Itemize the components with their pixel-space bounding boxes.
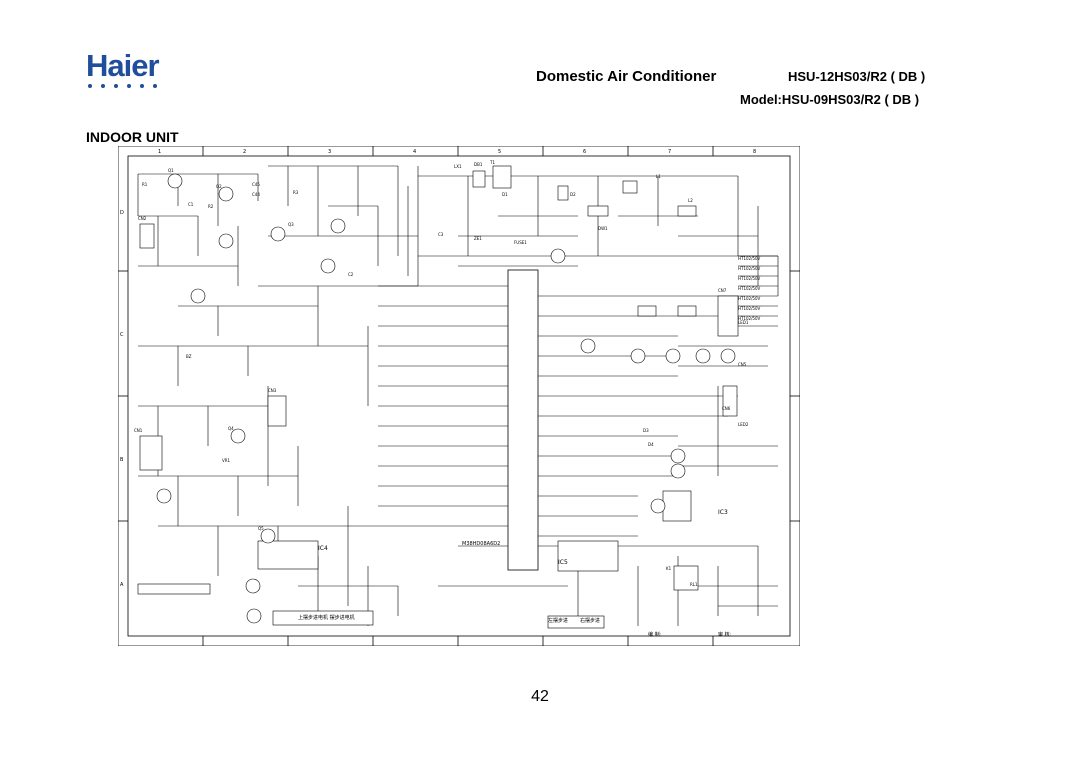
svg-text:C45: C45 bbox=[252, 182, 260, 187]
svg-text:D: D bbox=[120, 210, 124, 216]
svg-text:右摆步进: 右摆步进 bbox=[580, 617, 600, 624]
logo-dots bbox=[86, 84, 159, 88]
svg-text:HT102/50V: HT102/50V bbox=[738, 276, 761, 281]
svg-text:C1: C1 bbox=[188, 202, 194, 207]
component-labels: T1 LX1 R1 R2 R3 C1 C2 C3 C44 C45 CN1 CN2… bbox=[134, 160, 749, 587]
side-labels: HT102/50V HT102/50V HT102/50V HT102/50V … bbox=[738, 256, 761, 321]
svg-text:CN7: CN7 bbox=[718, 288, 727, 293]
document-title: Domestic Air Conditioner bbox=[536, 68, 717, 85]
svg-text:DB1: DB1 bbox=[474, 162, 483, 167]
svg-text:2: 2 bbox=[243, 149, 246, 155]
svg-text:VR1: VR1 bbox=[222, 458, 231, 463]
svg-text:A: A bbox=[120, 582, 124, 588]
svg-text:Q4: Q4 bbox=[228, 426, 234, 431]
schematic-diagram: 1 2 3 4 5 6 7 8 D C B A bbox=[118, 146, 800, 646]
svg-text:6: 6 bbox=[583, 149, 586, 155]
svg-text:5: 5 bbox=[498, 149, 501, 155]
svg-text:D1: D1 bbox=[502, 192, 508, 197]
svg-text:R3: R3 bbox=[293, 190, 299, 195]
wiring bbox=[137, 165, 779, 626]
svg-text:L1: L1 bbox=[656, 174, 661, 179]
model-line-1: HSU-12HS03/R2 ( DB ) bbox=[788, 69, 926, 84]
svg-text:D2: D2 bbox=[570, 192, 576, 197]
svg-text:3: 3 bbox=[328, 149, 331, 155]
svg-text:Q2: Q2 bbox=[216, 184, 222, 189]
svg-text:CN6: CN6 bbox=[722, 406, 731, 411]
svg-text:左摆步进: 左摆步进 bbox=[548, 617, 568, 624]
svg-text:1: 1 bbox=[158, 149, 161, 155]
svg-text:RL1: RL1 bbox=[690, 582, 698, 587]
svg-text:B: B bbox=[120, 457, 124, 463]
svg-text:R1: R1 bbox=[142, 182, 148, 187]
svg-text:C: C bbox=[120, 332, 124, 338]
svg-text:LX1: LX1 bbox=[454, 164, 462, 169]
section-title: INDOOR UNIT bbox=[86, 129, 179, 145]
svg-text:Q5: Q5 bbox=[258, 526, 264, 531]
svg-text:BZ: BZ bbox=[186, 354, 192, 359]
svg-text:K1: K1 bbox=[666, 566, 672, 571]
svg-text:FUSE1: FUSE1 bbox=[514, 240, 527, 245]
svg-text:CN1: CN1 bbox=[134, 428, 143, 433]
svg-text:Q1: Q1 bbox=[168, 168, 174, 173]
svg-text:IC3: IC3 bbox=[718, 509, 728, 516]
svg-text:Q3: Q3 bbox=[288, 222, 294, 227]
svg-text:审 核:: 审 核: bbox=[718, 631, 732, 638]
svg-text:7: 7 bbox=[668, 149, 671, 155]
svg-text:HT102/50V: HT102/50V bbox=[738, 296, 761, 301]
svg-text:IC5: IC5 bbox=[558, 559, 568, 566]
svg-text:HT102/50V: HT102/50V bbox=[738, 316, 761, 321]
haier-logo: Haier bbox=[86, 48, 160, 88]
svg-text:DW1: DW1 bbox=[598, 226, 608, 231]
svg-text:L2: L2 bbox=[688, 198, 693, 203]
svg-text:IC4: IC4 bbox=[318, 545, 328, 552]
svg-text:C44: C44 bbox=[252, 192, 260, 197]
mcu-chip: M38HD08A6D2 bbox=[462, 269, 539, 571]
svg-text:CN2: CN2 bbox=[138, 216, 147, 221]
svg-text:C3: C3 bbox=[438, 232, 444, 237]
svg-text:ZE1: ZE1 bbox=[474, 236, 482, 241]
bottom-labels: 上摆步进电机 摆步进电机 左摆步进 右摆步进 编 制: 审 核: bbox=[298, 614, 732, 638]
model-line-2: Model:HSU-09HS03/R2 ( DB ) bbox=[740, 92, 920, 107]
svg-text:LED2: LED2 bbox=[738, 422, 749, 427]
page-number: 42 bbox=[531, 688, 549, 705]
svg-text:C2: C2 bbox=[348, 272, 354, 277]
svg-text:R2: R2 bbox=[208, 204, 214, 209]
svg-text:M38HD08A6D2: M38HD08A6D2 bbox=[462, 541, 500, 547]
components bbox=[137, 165, 739, 629]
svg-text:HT102/50V: HT102/50V bbox=[738, 306, 761, 311]
svg-text:HT102/50V: HT102/50V bbox=[738, 256, 761, 261]
svg-text:CN3: CN3 bbox=[268, 388, 277, 393]
svg-text:编 制:: 编 制: bbox=[648, 631, 662, 638]
svg-text:T1: T1 bbox=[489, 160, 495, 165]
svg-text:4: 4 bbox=[413, 149, 416, 155]
svg-text:HT102/50V: HT102/50V bbox=[738, 266, 761, 271]
svg-text:8: 8 bbox=[753, 149, 756, 155]
svg-text:D3: D3 bbox=[643, 428, 649, 433]
svg-text:D4: D4 bbox=[648, 442, 654, 447]
svg-text:上摆步进电机 摆步进电机: 上摆步进电机 摆步进电机 bbox=[298, 614, 355, 621]
svg-text:CN5: CN5 bbox=[738, 362, 747, 367]
grid-labels: 1 2 3 4 5 6 7 8 D C B A bbox=[120, 149, 756, 588]
logo-wordmark: Haier bbox=[86, 48, 160, 83]
ic-labels: IC4 IC5 IC3 bbox=[318, 509, 728, 566]
svg-text:LED1: LED1 bbox=[738, 320, 749, 325]
svg-text:HT102/50V: HT102/50V bbox=[738, 286, 761, 291]
